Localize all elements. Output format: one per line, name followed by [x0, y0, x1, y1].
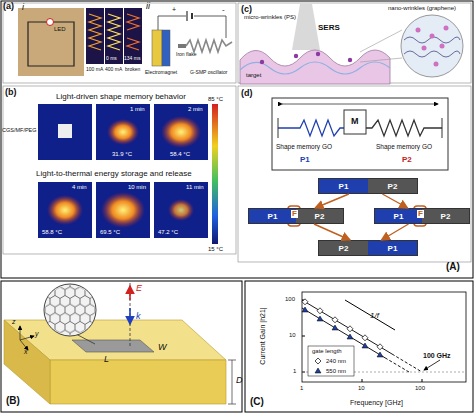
text-label: E — [136, 284, 142, 293]
text-label: 134 ms — [124, 56, 140, 61]
text-label: Shape memory GO — [276, 144, 332, 151]
text-label: Shape memory GO — [376, 144, 432, 151]
text-label: 1 min — [130, 106, 145, 112]
text-label: nano-wrinkles (graphene) — [388, 5, 456, 11]
layer-label: P1 — [368, 241, 417, 255]
text-label: (a) — [3, 2, 14, 11]
text-label: 1/f — [370, 312, 379, 320]
text-label: 58.8 °C — [42, 229, 62, 235]
text-label: broken — [125, 67, 140, 72]
layer-label: P2 — [422, 209, 469, 223]
text-label: Light-to-thermal energy storage and rele… — [36, 170, 192, 178]
text-label: (b) — [5, 88, 17, 97]
text-label: 1 — [293, 368, 296, 374]
text-label: G-SMP oscillator — [190, 70, 227, 75]
text-label: 58.4 °C — [170, 151, 190, 157]
text-label: - — [222, 6, 225, 14]
text-label: 85 °C — [208, 96, 223, 102]
text-label: D — [236, 376, 243, 385]
text-label: 15 °C — [208, 246, 223, 252]
text-label: Light-driven shape memory behavior — [56, 93, 186, 101]
text-label: micro-wrinkles (PS) — [244, 14, 296, 20]
transition-arrow — [314, 224, 350, 240]
text-label: 4 min — [72, 184, 87, 190]
layer-slab: P1P2 — [318, 178, 418, 194]
transition-arrow — [382, 194, 407, 208]
text-label: (c) — [241, 5, 252, 14]
layer-label: P1 — [249, 209, 296, 223]
text-label: 10 min — [128, 184, 146, 190]
text-label: P2 — [402, 156, 412, 164]
text-label: 1 — [300, 385, 303, 391]
layer-label: P2 — [319, 241, 368, 255]
text-label: (C) — [250, 397, 264, 407]
text-label: W — [158, 343, 167, 352]
text-label: F — [291, 210, 298, 218]
transition-arrow — [315, 194, 349, 208]
layer-label: P1 — [319, 179, 368, 193]
text-label: 100 GHz — [423, 352, 451, 359]
text-label: 10 — [289, 332, 296, 338]
text-label: SERS — [318, 24, 340, 32]
text-label: M — [351, 117, 359, 126]
text-label: P1 — [300, 156, 310, 164]
layer-label: P1 — [375, 209, 422, 223]
text-label: Iron flake — [176, 52, 197, 57]
text-label: y — [35, 330, 39, 337]
text-label: + — [172, 6, 176, 13]
text-label: 0 ms — [106, 56, 117, 61]
text-label: 47.2 °C — [158, 229, 178, 235]
text-label: 31.9 °C — [112, 151, 132, 157]
text-label: 11 min — [186, 184, 204, 190]
text-label: 400 mA — [105, 67, 122, 72]
text-label: Frequency [GHz] — [350, 399, 403, 406]
text-label: 69.5 °C — [100, 229, 120, 235]
text-label: LED — [54, 26, 66, 32]
text-label: CGS/MF/PEG — [2, 128, 37, 134]
legend-text: 240 nm — [326, 358, 346, 364]
transition-arrow — [382, 224, 409, 240]
legend-text: 550 nm — [326, 368, 346, 374]
layer-label: P2 — [368, 179, 417, 193]
text-label: F — [417, 210, 424, 218]
text-label: (B) — [6, 396, 20, 406]
text-label: 100 mA — [86, 67, 103, 72]
text-label: z — [12, 318, 16, 325]
text-label: L — [104, 355, 109, 364]
text-label: x — [24, 348, 28, 355]
text-label: Electromagnet — [145, 70, 177, 75]
text-label: Current Gain |h21| — [259, 307, 266, 364]
text-label: 10 — [358, 385, 365, 391]
text-label: 2 min — [188, 106, 203, 112]
layer-slab: P2P1 — [318, 240, 418, 256]
text-label: gate length — [312, 348, 342, 354]
text-label: 100 — [415, 385, 425, 391]
text-label: target — [246, 72, 261, 78]
text-label: 100 — [285, 296, 295, 302]
layer-label: P2 — [296, 209, 343, 223]
text-label: k — [136, 312, 141, 321]
text-label: (d) — [241, 89, 253, 98]
text-label: (A) — [446, 262, 460, 272]
text-label: ii — [146, 2, 150, 11]
text-label: i — [22, 3, 24, 12]
